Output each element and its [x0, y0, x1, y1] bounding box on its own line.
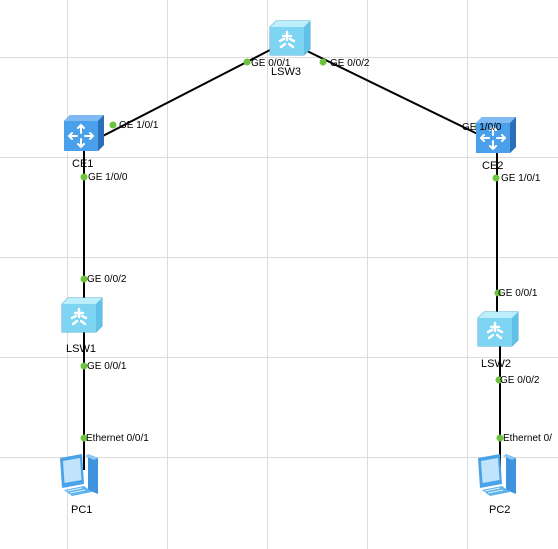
- device-label-lsw3: LSW3: [271, 66, 301, 78]
- device-label-pc2: PC2: [489, 504, 511, 516]
- port-dot: [80, 362, 88, 370]
- device-ce1[interactable]: [60, 113, 106, 153]
- device-lsw3[interactable]: [266, 19, 312, 57]
- port-dot: [492, 174, 500, 182]
- link-lsw3-ce1[interactable]: [94, 49, 271, 141]
- port-dot: [243, 58, 251, 66]
- port-label-pc1-eth: Ethernet 0/0/1: [86, 433, 149, 444]
- port-dot: [80, 173, 88, 181]
- switch-icon: [269, 20, 311, 56]
- port-dot: [109, 121, 117, 129]
- port-dot: [80, 434, 88, 442]
- device-lsw1[interactable]: [58, 296, 104, 334]
- switch-icon: [61, 297, 103, 333]
- device-pc1[interactable]: [58, 450, 106, 498]
- device-label-pc1: PC1: [71, 504, 93, 516]
- port-label-lsw3-ge001: GE 0/0/1: [251, 58, 291, 69]
- port-label-lsw2-ge001: GE 0/0/1: [498, 288, 538, 299]
- device-ce2[interactable]: [472, 115, 518, 155]
- port-label-lsw3-ge002: GE 0/0/2: [330, 58, 370, 69]
- pc-icon: [478, 454, 516, 496]
- port-label-ce2-ge101: GE 1/0/1: [501, 173, 541, 184]
- port-label-ce1-ge101: GE 1/0/1: [119, 120, 159, 131]
- device-label-ce1: CE1: [72, 158, 94, 170]
- device-label-lsw2: LSW2: [481, 358, 511, 370]
- router-icon: [64, 115, 104, 151]
- port-dot: [80, 275, 88, 283]
- port-dot: [494, 289, 502, 297]
- port-dot: [496, 434, 504, 442]
- port-label-lsw2-ge002: GE 0/0/2: [500, 375, 540, 386]
- port-label-lsw1-ge002: GE 0/0/2: [87, 274, 127, 285]
- switch-icon: [477, 311, 519, 347]
- port-label-pc2-eth: Ethernet 0/: [503, 433, 552, 444]
- port-label-lsw1-ge001: GE 0/0/1: [87, 361, 127, 372]
- device-label-ce2: CE2: [482, 160, 504, 172]
- device-pc2[interactable]: [476, 450, 524, 498]
- router-icon: [476, 117, 516, 153]
- pc-icon: [60, 454, 98, 496]
- port-dot: [495, 376, 503, 384]
- port-dot: [319, 58, 327, 66]
- link-lsw3-ce2[interactable]: [304, 49, 491, 141]
- device-lsw2[interactable]: [474, 310, 520, 348]
- port-label-ce2-ge100: GE 1/0/0: [462, 122, 502, 133]
- port-label-ce1-ge100: GE 1/0/0: [88, 172, 128, 183]
- device-label-lsw1: LSW1: [66, 343, 96, 355]
